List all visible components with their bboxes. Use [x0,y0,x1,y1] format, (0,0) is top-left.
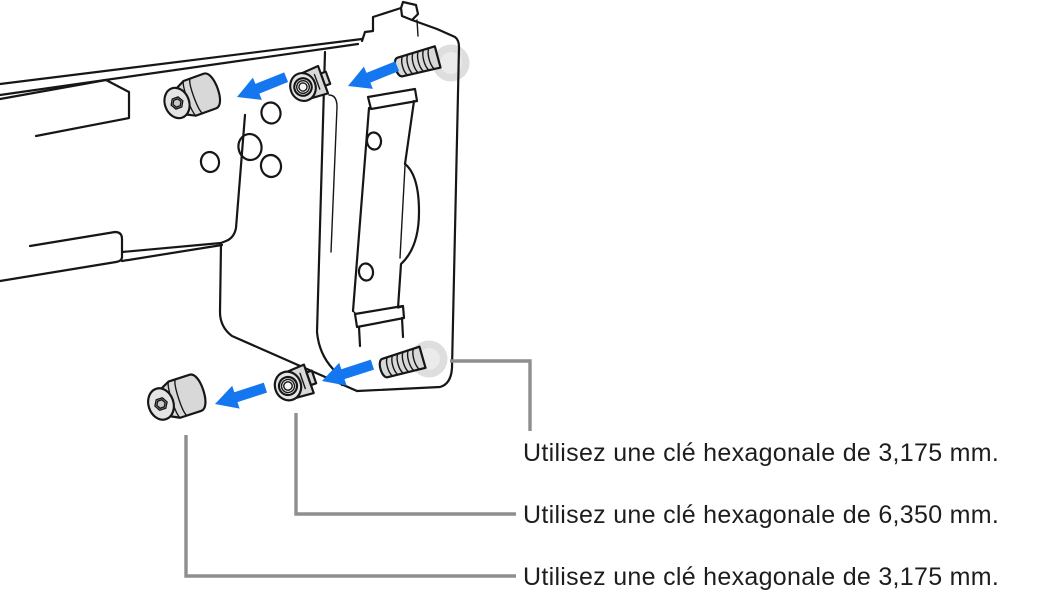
plate-hole [259,153,283,179]
plate-bottom-edge [218,242,359,393]
top-standoff-nut [285,63,335,107]
channel-top-cap [366,87,419,111]
callout-leaders [184,359,532,578]
left-arrow-icon [232,66,291,109]
plate-left-edge [219,113,247,245]
left-arrow-icon [343,55,402,98]
bottom-threaded-stud [376,345,427,381]
top-socket-screw [158,69,225,126]
rail-flange-edge-lower [120,243,224,263]
rail-top-front-edge [0,42,360,97]
plate-hole [199,150,221,174]
bottom-standoff-nut [269,361,320,406]
callout-text-standoff: Utilisez une clé hexagonale de 6,350 mm. [523,501,999,529]
bottom-socket-screw [142,371,211,428]
top-threaded-stud [391,45,442,80]
channel-bulge [396,162,421,310]
bracket-outer-outline [355,18,461,393]
plate-hole [260,101,282,125]
bracket-fold-line [328,94,338,253]
mounting-plate [199,101,359,393]
inner-slide-bar [0,78,131,138]
channel-inner-line [399,165,406,259]
leader-line-screw [184,435,516,578]
lower-slide-bar [0,230,124,283]
channel-stub [357,316,405,348]
callout-text-stud: Utilisez une clé hexagonale de 3,175 mm. [523,439,999,467]
bracket-hole [365,131,383,151]
leader-line-stud [450,359,532,431]
bracket-tab-cap [399,0,420,22]
rack-bracket [315,0,461,393]
left-arrow-icon [211,376,270,416]
plate-hole-large [237,132,263,162]
leader-line-standoff [294,413,516,516]
channel-right-edge [403,99,416,166]
channel-cap-join [352,306,403,315]
channel-bottom-cap [353,304,406,329]
rail-flange-edge-upper [120,241,223,254]
rail-top-back-edge [0,37,364,86]
bracket-front-edge [315,50,344,387]
slide-rail [0,37,364,283]
bracket-top-outline [360,6,403,43]
bracket-tab-inner-line [416,19,419,37]
callout-text-screw: Utilisez une clé hexagonale de 3,175 mm. [523,563,999,591]
bracket-hole [357,262,375,282]
